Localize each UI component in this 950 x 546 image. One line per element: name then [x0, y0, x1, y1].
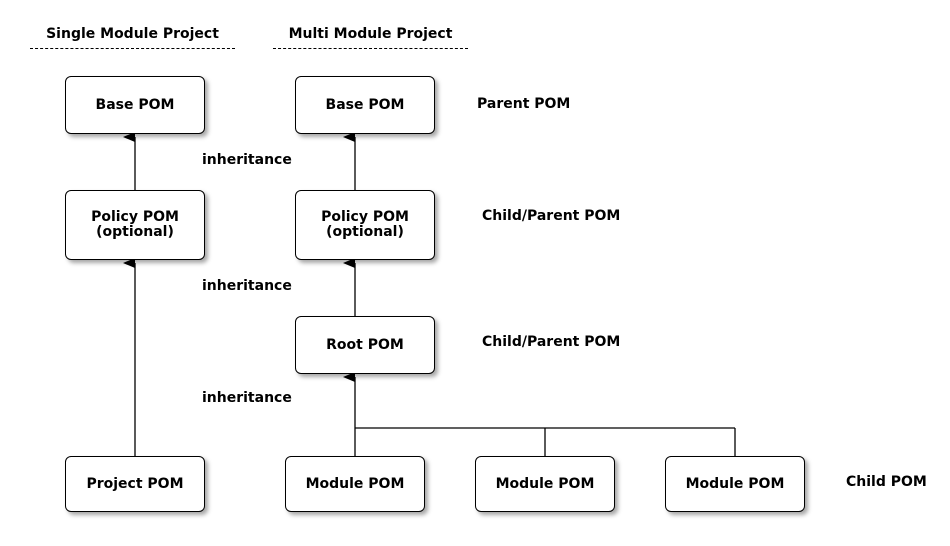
multi-base-pom-box: Base POM: [295, 76, 435, 134]
single-policy-pom-box: Policy POM (optional): [65, 190, 205, 260]
multi-root-pom-box: Root POM: [295, 316, 435, 374]
module-pom-box-2: Module POM: [475, 456, 615, 512]
role-child-parent-pom-2: Child/Parent POM: [482, 334, 621, 350]
module-pom-box-1: Module POM: [285, 456, 425, 512]
module-pom-box-3: Module POM: [665, 456, 805, 512]
role-parent-pom: Parent POM: [477, 96, 571, 112]
single-base-pom-box: Base POM: [65, 76, 205, 134]
single-module-header: Single Module Project: [46, 26, 219, 42]
multi-policy-pom-box: Policy POM (optional): [295, 190, 435, 260]
multi-module-header-underline: [273, 48, 468, 49]
role-child-parent-pom-1: Child/Parent POM: [482, 208, 621, 224]
inheritance-label-3: inheritance: [202, 390, 292, 406]
inheritance-label-2: inheritance: [202, 278, 292, 294]
single-module-header-underline: [30, 48, 235, 49]
role-child-pom: Child POM: [846, 474, 927, 490]
multi-module-header: Multi Module Project: [288, 26, 453, 42]
inheritance-label-1: inheritance: [202, 152, 292, 168]
single-project-pom-box: Project POM: [65, 456, 205, 512]
